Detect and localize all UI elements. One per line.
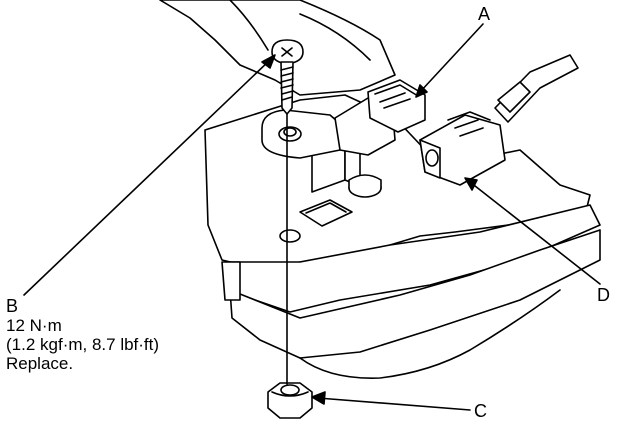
bolt-b-cross [281, 47, 293, 57]
leader-line-d [469, 181, 601, 285]
square-hole-inner [305, 202, 347, 214]
sensor-a-ear-hole-inner [283, 127, 297, 137]
leader-arrow-d [464, 177, 478, 191]
leader-line-a [419, 23, 484, 93]
nut-c-hole [280, 384, 300, 396]
round-hole [279, 229, 301, 243]
left-tab [221, 261, 241, 301]
callout-label-d: D [597, 285, 610, 305]
callout-b-annotation: B 12 N·m (1.2 kgf·m, 8.7 lbf·ft) Replace… [6, 296, 160, 374]
bolt-b-threads [280, 66, 294, 101]
wiring-harness-cable [494, 54, 579, 123]
replace-note: Replace. [6, 354, 74, 373]
round-boss-side [348, 174, 382, 189]
torque-spec-nm: 12 N·m [6, 316, 62, 335]
lower-support-flange [229, 229, 601, 359]
leader-line-b [23, 59, 271, 296]
leader-arrow-c [311, 391, 326, 405]
leader-arrow-a [415, 84, 428, 98]
torque-spec-alt-units: (1.2 kgf·m, 8.7 lbf·ft) [6, 335, 160, 354]
sensor-a-ear [261, 109, 346, 159]
callout-label-a: A [478, 4, 491, 24]
lower-curved-edge [299, 289, 561, 379]
harness-connector-d-latch [447, 111, 491, 137]
engine-housing-rib [229, 0, 371, 61]
harness-connector-d-socket [425, 149, 439, 167]
leader-arrow-b [261, 54, 276, 69]
callout-label-b: B [6, 296, 19, 316]
callout-label-c: C [474, 401, 487, 421]
leader-line-c [317, 397, 471, 411]
square-hole [299, 199, 353, 227]
nut-c-flange [271, 391, 309, 397]
wiring-harness-boot [497, 81, 531, 113]
sensor-a-connector [367, 79, 426, 133]
sensor-a-connector-top [374, 84, 419, 109]
